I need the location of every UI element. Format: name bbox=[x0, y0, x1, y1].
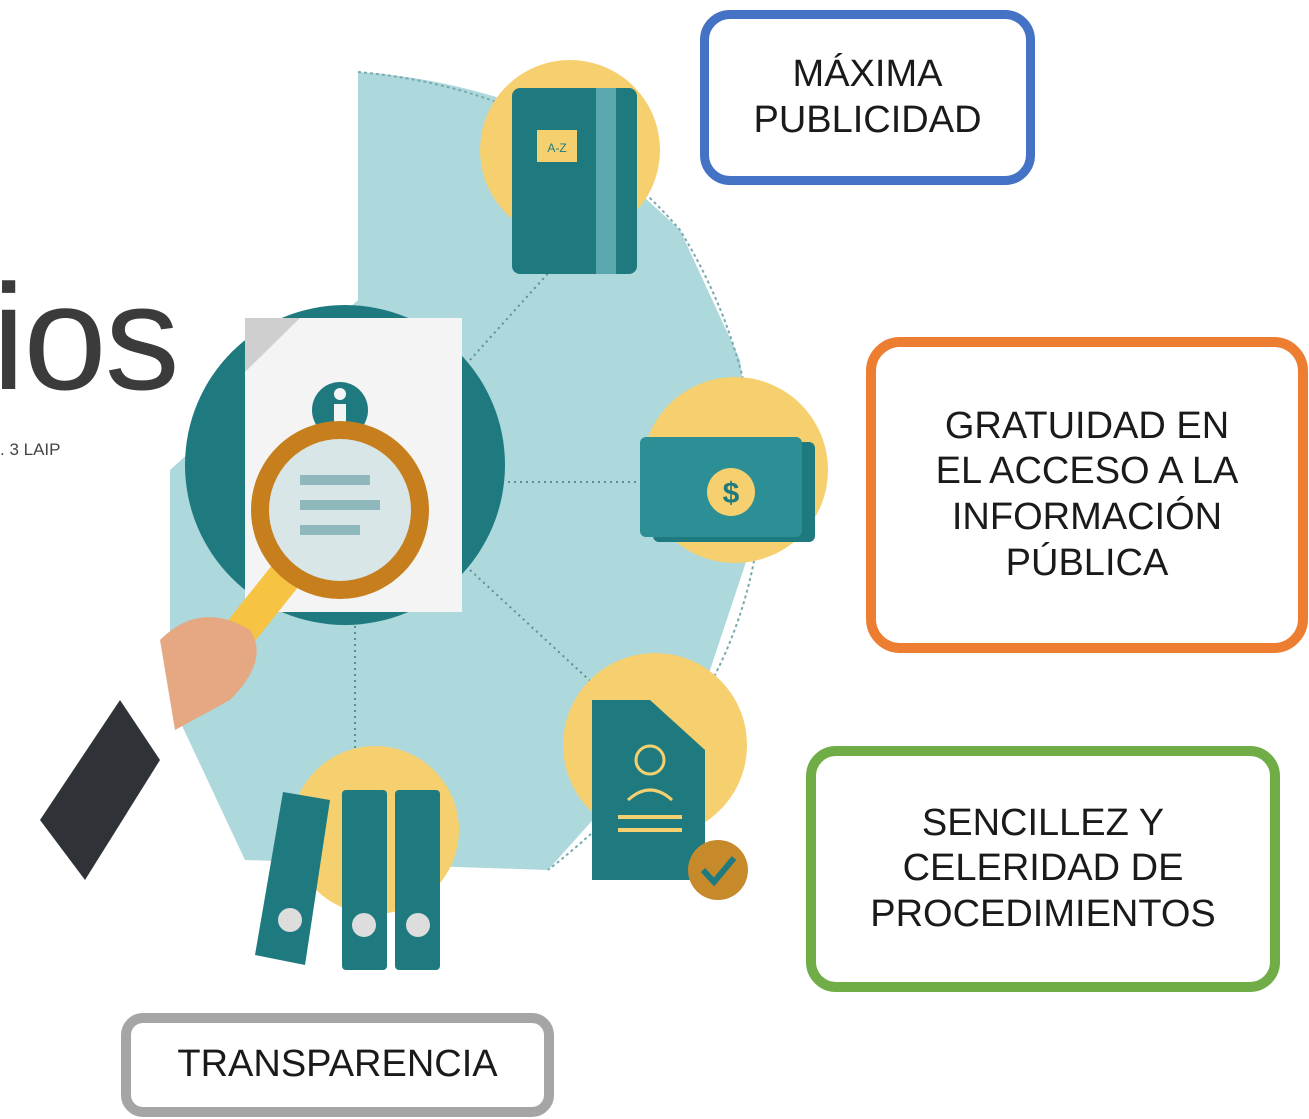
principle-box-sencillez: SENCILLEZ Y CELERIDAD DE PROCEDIMIENTOS bbox=[806, 746, 1280, 992]
principle-label: GRATUIDAD EN EL ACCESO A LA INFORMACIÓN … bbox=[935, 404, 1239, 584]
binders-icon bbox=[255, 746, 459, 970]
principle-label: MÁXIMA PUBLICIDAD bbox=[753, 52, 982, 141]
principle-label: SENCILLEZ Y CELERIDAD DE PROCEDIMIENTOS bbox=[870, 801, 1216, 935]
principle-box-gratuidad: GRATUIDAD EN EL ACCESO A LA INFORMACIÓN … bbox=[866, 337, 1308, 653]
svg-text:$: $ bbox=[723, 477, 740, 510]
principle-box-maxima-publicidad: MÁXIMA PUBLICIDAD bbox=[700, 10, 1035, 185]
hand-icon bbox=[40, 617, 257, 880]
svg-text:A-Z: A-Z bbox=[547, 141, 566, 155]
page-subtitle-fragment: . 3 LAIP bbox=[0, 440, 61, 459]
wheel-spokes bbox=[354, 259, 650, 770]
money-icon: $ bbox=[640, 377, 828, 563]
principle-label: TRANSPARENCIA bbox=[177, 1043, 498, 1086]
book-icon: A-Z bbox=[480, 60, 660, 274]
principle-box-transparencia: TRANSPARENCIA bbox=[121, 1013, 554, 1117]
page-title-fragment: ios bbox=[0, 253, 180, 421]
profile-document-icon bbox=[563, 653, 748, 900]
